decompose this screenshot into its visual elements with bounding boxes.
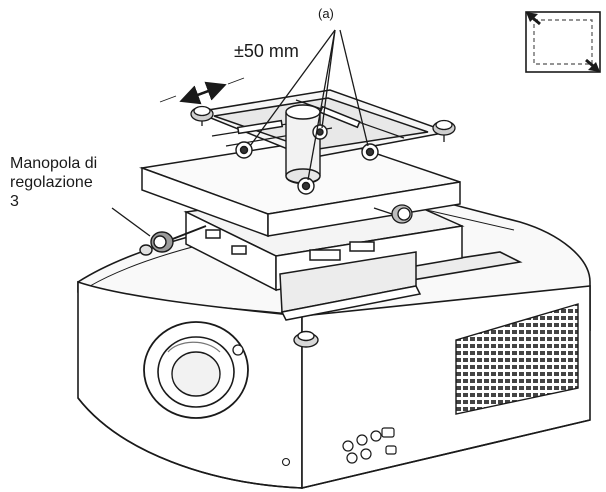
mount-points-leaders (249, 29, 369, 181)
mount-screw (235, 124, 379, 195)
knob-label-line1: Manopola di (10, 155, 98, 172)
side-connectors (342, 427, 397, 464)
adjustment-knob-3 (139, 225, 207, 256)
diagonal-corner-arrows-icon (525, 11, 601, 73)
adjustment-knob-label: Manopola di regolazione 3 (10, 154, 160, 211)
thumb-knob (190, 105, 456, 224)
double-headed-arrow-icon (179, 81, 227, 105)
knob-label-line3: 3 (10, 193, 19, 210)
front-sensor (232, 344, 244, 356)
front-mark (281, 457, 291, 467)
mount-points-label: (a) (318, 6, 334, 21)
knob-label-leader (111, 207, 151, 237)
range-extension-lines (159, 77, 245, 103)
vent-grille (455, 303, 579, 415)
knob-label-line2: regolazione (10, 174, 93, 191)
ceiling-foot (293, 330, 319, 348)
adjust-range-label: ±50 mm (234, 41, 299, 61)
center-column (285, 104, 321, 185)
projector-lens (143, 321, 249, 419)
